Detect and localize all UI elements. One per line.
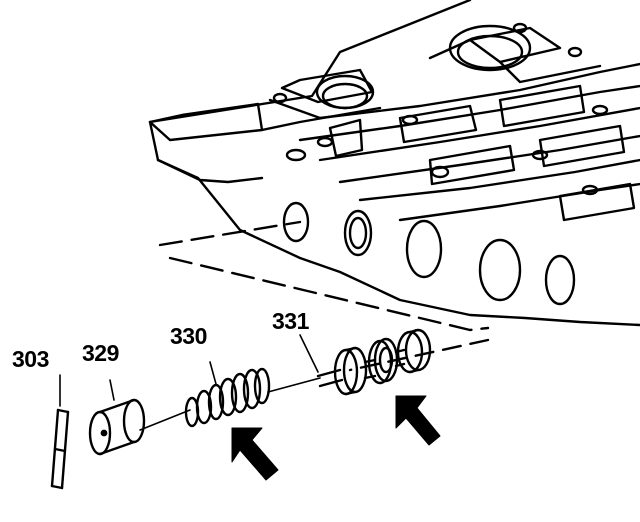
pin-303 <box>50 374 70 490</box>
valve-331 <box>267 328 432 396</box>
arrow-spring <box>231 427 279 481</box>
spring-330 <box>139 361 271 431</box>
valve-body-casting <box>148 0 640 372</box>
arrow-valve <box>395 395 441 446</box>
callout-330: 330 <box>170 323 207 349</box>
plug-329 <box>88 379 146 456</box>
callout-329: 329 <box>82 340 119 366</box>
callout-303: 303 <box>12 346 49 372</box>
callout-331: 331 <box>272 308 309 334</box>
